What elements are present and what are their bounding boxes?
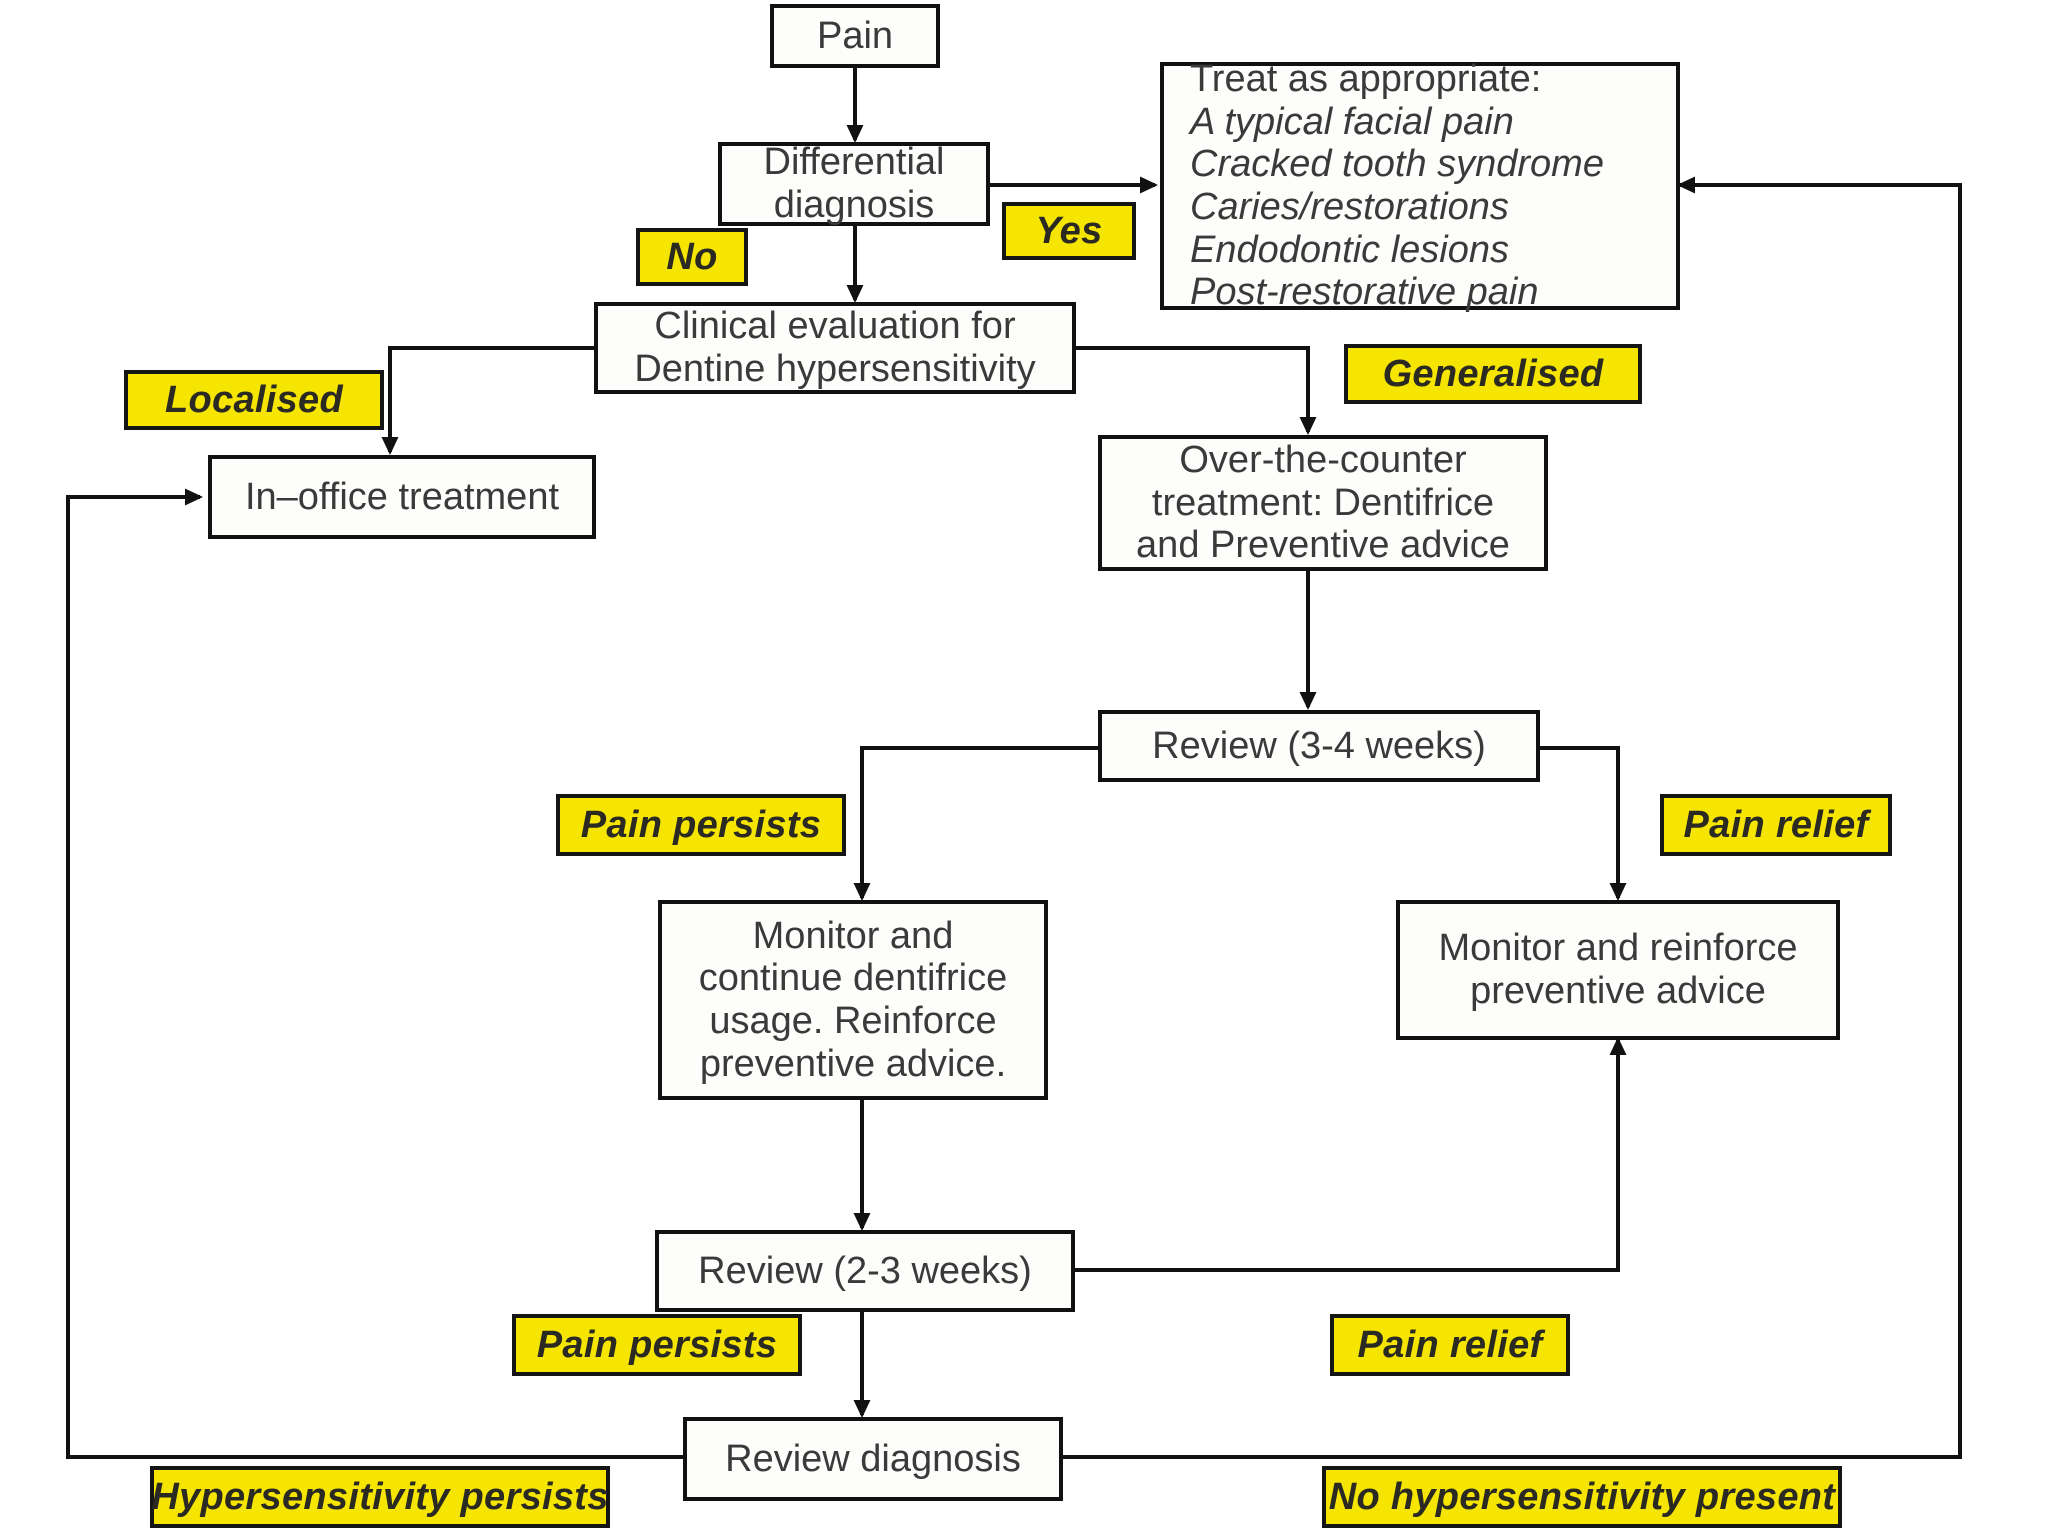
label-generalised: Generalised [1344, 344, 1642, 404]
edge-review34-to-monitor-continue [853, 746, 1098, 901]
label-no-hypersensitivity-present-text: No hypersensitivity present [1328, 1475, 1836, 1518]
label-hypersensitivity-persists: Hypersensitivity persists [150, 1466, 610, 1528]
monitor-continue-line2: continue dentifrice [698, 957, 1008, 1000]
treat-item-cracked-tooth-syndrome: Cracked tooth syndrome [1190, 143, 1604, 186]
label-generalised-text: Generalised [1382, 352, 1604, 395]
treat-item-atypical-facial-pain: A typical facial pain [1190, 100, 1514, 143]
label-localised-text: Localised [165, 378, 343, 421]
node-pain[interactable]: Pain [770, 4, 940, 68]
node-monitor-continue-dentifrice[interactable]: Monitor and continue dentifrice usage. R… [658, 900, 1048, 1100]
label-yes: Yes [1002, 202, 1136, 260]
node-otc-treatment[interactable]: Over-the-counter treatment: Dentifrice a… [1098, 435, 1548, 571]
node-monitor-reinforce-advice[interactable]: Monitor and reinforce preventive advice [1396, 900, 1840, 1040]
otc-line2: treatment: Dentifrice [1151, 481, 1495, 524]
label-pain-relief-upper-text: Pain relief [1683, 803, 1869, 846]
monitor-reinforce-line1: Monitor and reinforce [1438, 927, 1798, 970]
monitor-continue-line4: preventive advice. [699, 1042, 1007, 1085]
treat-item-caries-restorations: Caries/restorations [1190, 186, 1509, 228]
edge-review23-to-monitor-reinforce [1075, 1037, 1627, 1272]
in-office-label: In–office treatment [244, 475, 560, 518]
review23-label: Review (2-3 weeks) [698, 1249, 1032, 1292]
node-differential-diagnosis[interactable]: Differential diagnosis [718, 141, 990, 226]
node-in-office-treatment[interactable]: In–office treatment [208, 455, 596, 539]
edge-clinical-to-inoffice [381, 346, 594, 455]
label-no: No [636, 228, 748, 286]
node-review-diagnosis[interactable]: Review diagnosis [683, 1417, 1063, 1501]
edge-clinical-to-otc [1076, 346, 1317, 435]
label-pain-relief-lower-text: Pain relief [1357, 1323, 1543, 1366]
review-diagnosis-label: Review diagnosis [725, 1437, 1021, 1480]
node-review-3-4-weeks[interactable]: Review (3-4 weeks) [1098, 710, 1540, 782]
treat-item-endodontic-lesions: Endodontic lesions [1190, 228, 1509, 271]
monitor-continue-line3: usage. Reinforce [709, 1000, 997, 1042]
otc-line1: Over-the-counter [1179, 439, 1467, 482]
treat-heading: Treat as appropriate: [1190, 58, 1542, 101]
monitor-continue-line1: Monitor and [752, 914, 954, 957]
label-pain-persists-upper: Pain persists [556, 794, 846, 856]
clinical-eval-line1: Clinical evaluation for [654, 305, 1016, 348]
clinical-eval-line2: Dentine hypersensitivity [634, 348, 1036, 390]
node-review-2-3-weeks[interactable]: Review (2-3 weeks) [655, 1230, 1075, 1312]
node-pain-label: Pain [816, 14, 894, 57]
label-pain-relief-upper: Pain relief [1660, 794, 1892, 856]
edge-review34-to-monitor-reinforce [1540, 746, 1627, 901]
label-hypersensitivity-persists-text: Hypersensitivity persists [151, 1475, 609, 1518]
label-localised: Localised [124, 370, 384, 430]
label-yes-text: Yes [1035, 209, 1103, 252]
monitor-reinforce-line2: preventive advice [1470, 970, 1766, 1012]
review34-label: Review (3-4 weeks) [1152, 724, 1486, 767]
edge-review-diagnosis-to-inoffice [66, 488, 683, 1459]
node-differential-line1: Differential [763, 141, 945, 184]
treat-item-post-restorative-pain: Post-restorative pain [1190, 271, 1539, 314]
node-clinical-evaluation[interactable]: Clinical evaluation for Dentine hypersen… [594, 302, 1076, 394]
label-pain-persists-lower: Pain persists [512, 1314, 802, 1376]
label-no-hypersensitivity-present: No hypersensitivity present [1322, 1466, 1842, 1528]
label-no-text: No [666, 235, 718, 278]
otc-line3: and Preventive advice [1136, 524, 1510, 567]
label-pain-relief-lower: Pain relief [1330, 1314, 1570, 1376]
label-pain-persists-lower-text: Pain persists [536, 1323, 778, 1366]
label-pain-persists-upper-text: Pain persists [580, 803, 822, 846]
node-differential-line2: diagnosis [773, 184, 935, 226]
node-treat-as-appropriate[interactable]: Treat as appropriate: A typical facial p… [1160, 58, 1680, 313]
